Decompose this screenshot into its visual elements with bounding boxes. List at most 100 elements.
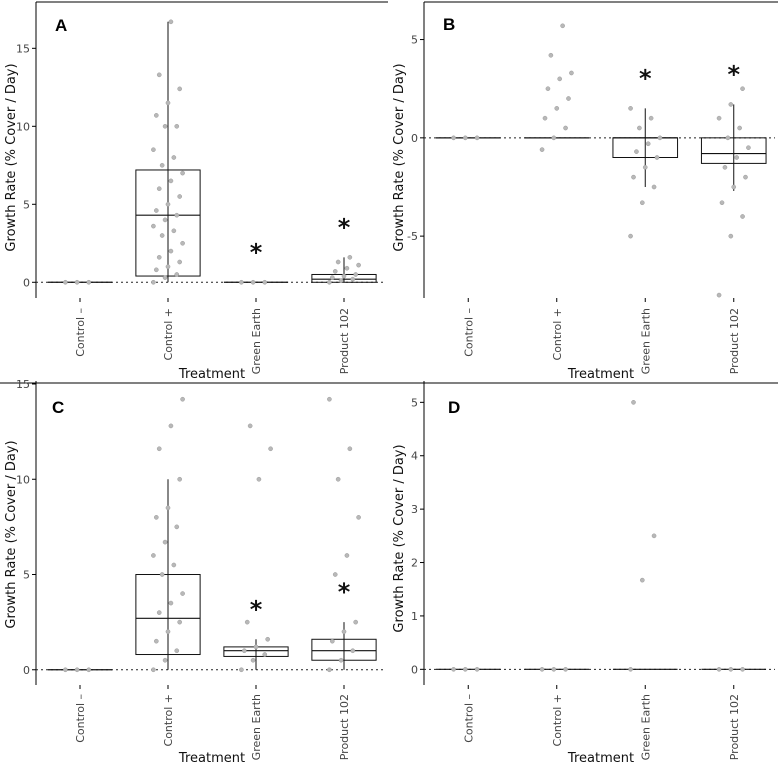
data-point [239, 279, 244, 285]
data-point [628, 667, 633, 672]
data-point [645, 141, 651, 147]
data-point [716, 292, 722, 298]
data-point [165, 201, 171, 207]
data-point [722, 165, 728, 170]
data-point [159, 162, 165, 168]
data-point [451, 135, 456, 141]
data-point [242, 648, 247, 654]
data-point [737, 125, 742, 131]
data-point [63, 667, 68, 673]
data-point [740, 214, 745, 219]
data-point [651, 184, 657, 190]
y-tick-label: 0 [411, 663, 418, 676]
significance-mark: * [250, 595, 263, 623]
y-tick-label: 5 [411, 34, 418, 47]
significance-mark: * [639, 64, 652, 92]
data-point [174, 648, 180, 654]
data-point [156, 446, 162, 452]
data-point [327, 667, 332, 673]
data-point [341, 273, 347, 279]
data-point [159, 572, 165, 577]
data-point [563, 125, 568, 131]
significance-mark: * [250, 238, 263, 266]
data-point [551, 667, 557, 672]
data-point [168, 248, 174, 254]
x-tick-label: Product 102 [338, 694, 351, 760]
data-point [637, 125, 642, 131]
data-point [716, 115, 722, 121]
x-tick-label: Control – [74, 694, 87, 743]
data-point [168, 600, 174, 606]
data-point [330, 638, 335, 644]
data-point [545, 86, 551, 91]
data-point [156, 610, 162, 615]
x-axis-title: Treatment [567, 367, 634, 382]
data-point [716, 667, 722, 672]
data-point [180, 240, 185, 246]
data-point [180, 170, 185, 176]
data-point [566, 96, 571, 101]
data-point [651, 533, 657, 539]
box [311, 638, 377, 661]
data-point [725, 135, 731, 141]
data-point [350, 276, 356, 282]
y-tick-label: 5 [23, 198, 30, 211]
x-tick-label: Product 102 [338, 308, 351, 374]
data-point [177, 476, 182, 482]
data-point [151, 667, 156, 673]
data-point [338, 657, 344, 663]
data-point [356, 262, 361, 268]
y-tick-label: 15 [16, 378, 30, 391]
data-point [332, 269, 338, 274]
data-point [165, 505, 171, 511]
data-point [268, 446, 273, 452]
data-point [151, 279, 156, 285]
data-point [743, 174, 748, 180]
data-point [728, 667, 734, 672]
data-point [180, 591, 185, 596]
data-point [563, 667, 568, 672]
data-point [86, 667, 92, 673]
data-point [344, 265, 350, 271]
data-point [262, 652, 268, 657]
data-point [474, 667, 480, 672]
data-point [631, 400, 636, 405]
x-axis-title: Treatment [178, 367, 245, 382]
data-point [151, 553, 156, 558]
data-point [557, 76, 562, 82]
panel-letter: B [443, 15, 455, 34]
data-point [734, 155, 739, 160]
data-point [239, 667, 244, 673]
data-point [654, 155, 660, 160]
data-point [154, 267, 159, 273]
data-point [542, 115, 548, 121]
panel-letter: D [448, 398, 460, 417]
x-tick-label: Product 102 [728, 694, 741, 760]
data-point [353, 272, 358, 277]
x-tick-label: Green Earth [639, 308, 652, 374]
data-point [740, 86, 745, 91]
data-point [250, 279, 256, 285]
data-point [327, 279, 332, 285]
box [135, 574, 201, 656]
data-point [171, 228, 177, 234]
data-point [631, 174, 636, 180]
data-point [746, 145, 751, 150]
data-point [256, 476, 262, 482]
significance-mark: * [727, 60, 740, 88]
x-axis-title: Treatment [567, 751, 634, 766]
data-point [628, 106, 633, 111]
data-point [335, 259, 341, 265]
data-point [162, 217, 168, 223]
data-point [569, 70, 574, 76]
significance-mark: * [338, 213, 351, 241]
data-point [731, 184, 737, 190]
data-point [350, 648, 356, 654]
data-point [154, 208, 159, 213]
data-point [74, 279, 80, 285]
data-point [168, 423, 174, 429]
y-tick-label: 5 [23, 569, 30, 582]
